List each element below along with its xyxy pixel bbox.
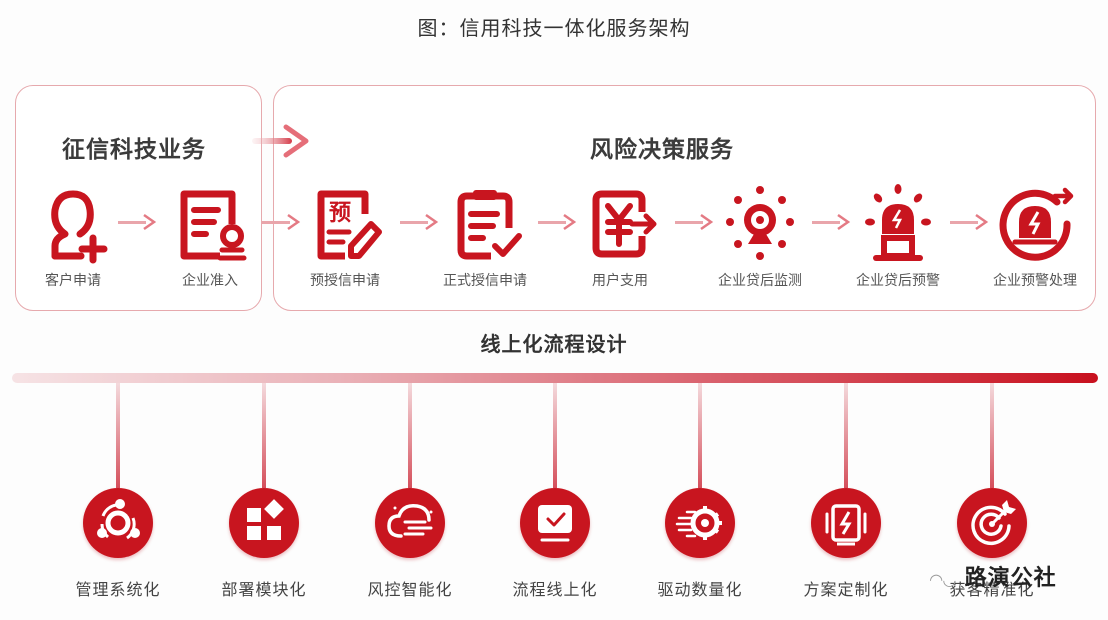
- watermark-text: 路演公社: [964, 566, 1057, 591]
- credit-tech-panel-title: 征信科技业务: [62, 137, 206, 163]
- feature-solution-custom: 方案定制化: [786, 488, 906, 600]
- watermark: ◠◡ 路演公社: [930, 560, 1057, 592]
- feature-precise-acquisition: 获客精准化: [932, 488, 1052, 600]
- step-user-withdraw: 用户支用: [565, 184, 675, 290]
- step-label: 企业贷后预警: [856, 273, 940, 289]
- feature-badge: [811, 488, 881, 558]
- yen-withdraw-icon: [592, 190, 657, 258]
- timeline-connector: [408, 383, 412, 488]
- alarm-light-icon: [865, 184, 931, 261]
- flow-arrow-icon: [812, 213, 851, 231]
- step-customer-apply: 客户申请: [18, 184, 128, 290]
- step-label: 企业贷后监测: [718, 273, 802, 289]
- feature-data-driven: 驱动数量化: [640, 488, 760, 600]
- timeline-connector: [990, 383, 994, 488]
- alarm-handle-icon: [999, 187, 1074, 261]
- timeline-connector: [553, 383, 557, 488]
- pre-apply-edit-icon: 预: [317, 190, 382, 260]
- feature-badge: [375, 488, 445, 558]
- clipboard-check-icon: [457, 190, 522, 260]
- battery-bolt-icon: [825, 504, 867, 546]
- step-label: 预授信申请: [310, 273, 380, 289]
- timeline-bar: [12, 373, 1098, 383]
- feature-label: 方案定制化: [803, 580, 889, 599]
- timeline-connector: [698, 383, 702, 488]
- timeline-connector: [844, 383, 848, 488]
- feature-badge: [229, 488, 299, 558]
- feature-label: 流程线上化: [512, 580, 598, 599]
- user-add-icon: [51, 190, 108, 264]
- feature-badge: [957, 488, 1027, 558]
- document-stamp-icon: [180, 190, 247, 261]
- feature-label: 风控智能化: [367, 580, 453, 599]
- screen-check-icon: [538, 505, 572, 542]
- flow-arrow-icon: [400, 213, 439, 231]
- svg-text:预: 预: [329, 201, 351, 226]
- step-label: 企业预警处理: [993, 273, 1077, 289]
- step-enterprise-access: 企业准入: [155, 184, 265, 290]
- step-pre-credit-apply: 预 预授信申请: [290, 184, 400, 290]
- panel-transition-arrow-icon: [252, 124, 309, 158]
- flow-arrow-icon: [262, 213, 301, 231]
- step-label: 正式授信申请: [443, 273, 527, 289]
- step-post-loan-alert: 企业贷后预警: [843, 184, 953, 290]
- figure-title: 图：信用科技一体化服务架构: [417, 16, 691, 40]
- step-post-loan-monitor: 企业贷后监测: [705, 184, 815, 290]
- timeline-connector: [262, 383, 266, 488]
- feature-label: 部署模块化: [221, 580, 307, 599]
- flow-arrow-icon: [118, 213, 157, 231]
- feature-label: 获客精准化: [949, 580, 1035, 599]
- step-label: 用户支用: [592, 273, 648, 289]
- cloud-ai-icon: [387, 503, 433, 538]
- feature-deployment-modular: 部署模块化: [204, 488, 324, 600]
- flow-arrow-icon: [675, 213, 714, 231]
- timeline-connector: [116, 383, 120, 488]
- modules-icon: [247, 499, 284, 540]
- feature-label: 驱动数量化: [657, 580, 743, 599]
- feature-label: 管理系统化: [75, 580, 161, 599]
- flow-arrow-icon: [538, 213, 577, 231]
- step-label: 企业准入: [182, 273, 238, 289]
- monitor-camera-icon: [726, 186, 794, 260]
- risk-decision-panel-title: 风险决策服务: [590, 137, 734, 163]
- timeline-title: 线上化流程设计: [480, 332, 628, 356]
- target-arrow-icon: [971, 500, 1016, 546]
- feature-badge: [520, 488, 590, 558]
- gear-speed-icon: [675, 506, 722, 540]
- feature-badge: [665, 488, 735, 558]
- step-alert-handling: 企业预警处理: [980, 184, 1090, 290]
- feature-badge: [83, 488, 153, 558]
- risk-decision-panel: [273, 85, 1096, 311]
- feature-management-systemization: 管理系统化: [58, 488, 178, 600]
- step-formal-credit-apply: 正式授信申请: [430, 184, 540, 290]
- wechat-icon: ◠◡: [930, 570, 957, 589]
- step-label: 客户申请: [45, 273, 101, 289]
- system-cycle-icon: [97, 499, 140, 540]
- flow-arrow-icon: [950, 213, 989, 231]
- feature-process-online: 流程线上化: [495, 488, 615, 600]
- feature-risk-control-ai: 风控智能化: [350, 488, 470, 600]
